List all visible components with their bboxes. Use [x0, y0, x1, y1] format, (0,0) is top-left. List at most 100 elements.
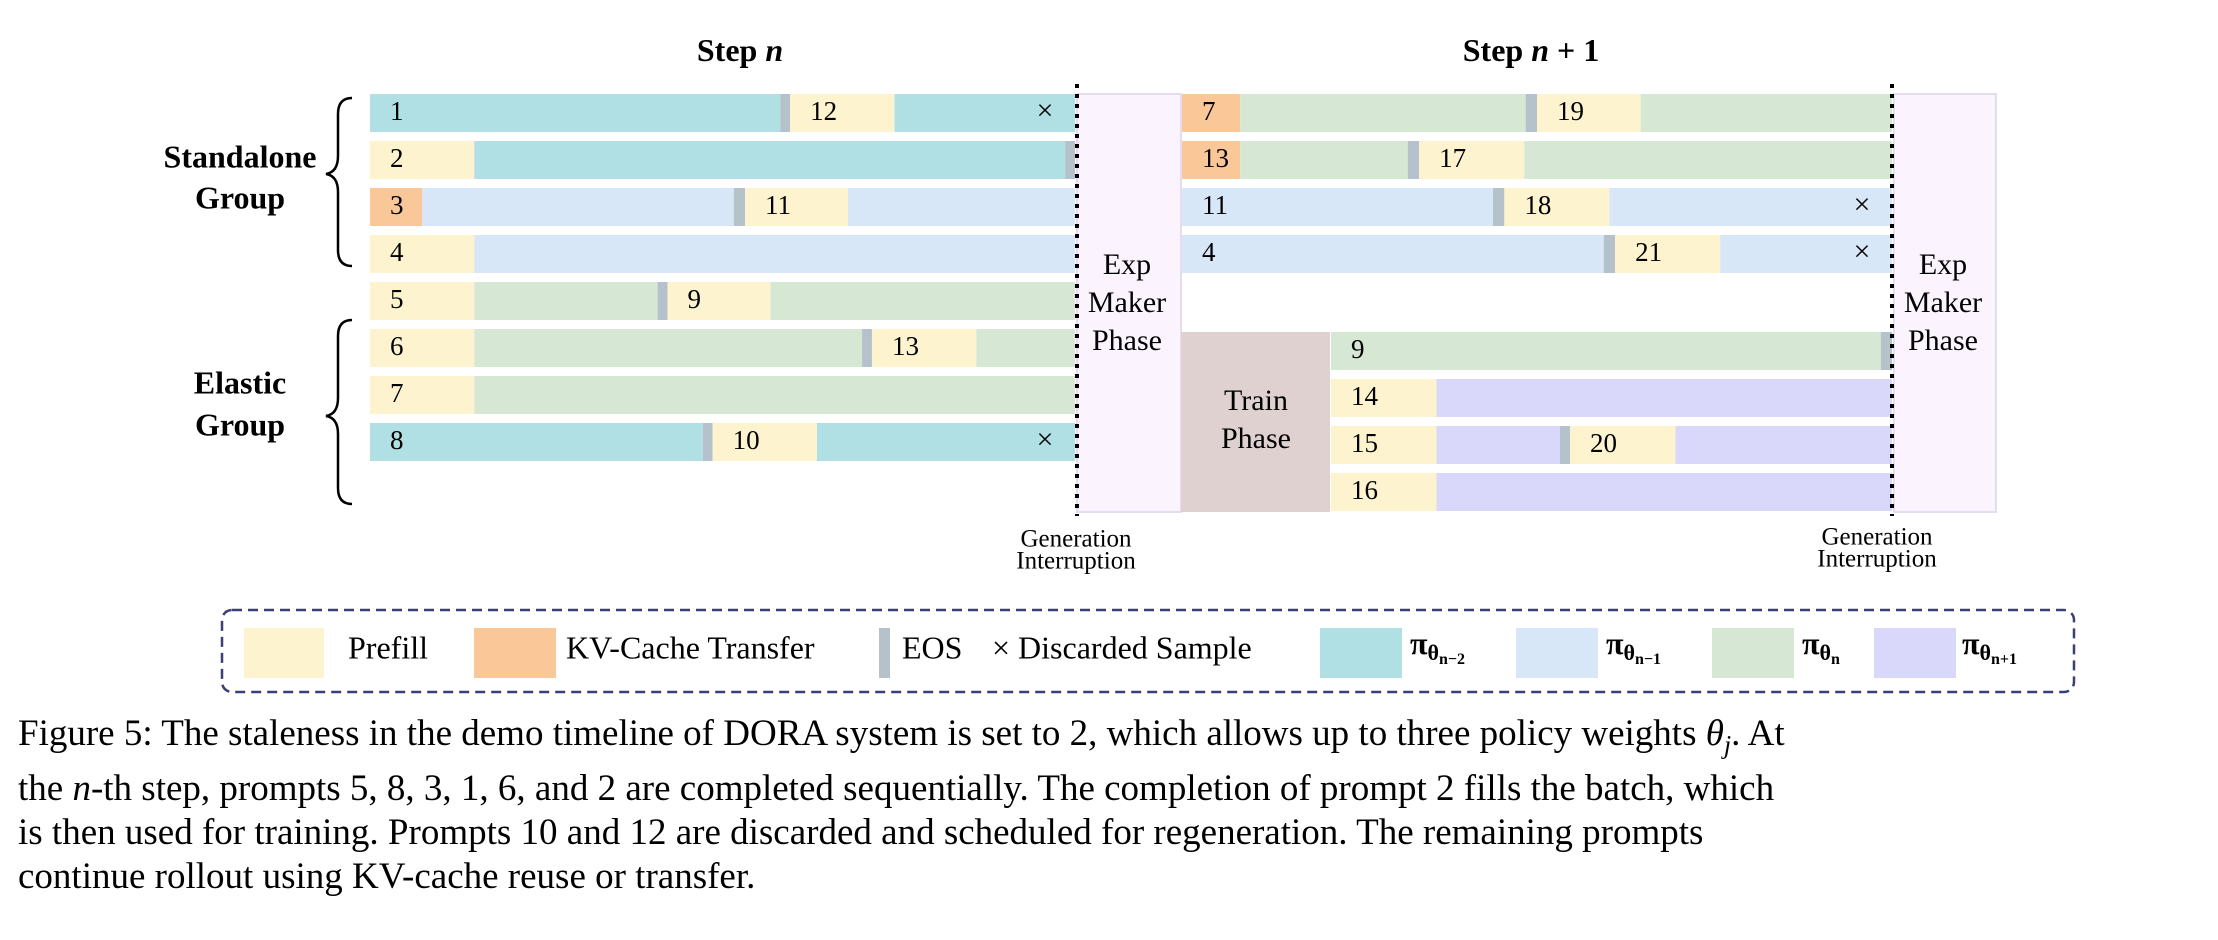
- step-n1-bottom-row-2-label-0: 15: [1351, 428, 1378, 458]
- step-n1-top-row-3-label-2: 21: [1635, 237, 1662, 267]
- elastic-group-label-line2: Group: [195, 406, 285, 442]
- step-n1-bottom-row-3-seg-0: [1331, 473, 1437, 511]
- step-n-row-0-seg-1: [780, 94, 791, 132]
- step-n1-top-row-2-discard-mark: ×: [1854, 188, 1871, 221]
- step-n1-bottom-row-1-label-0: 14: [1351, 381, 1379, 411]
- caption-line-1-part-1: n: [72, 768, 91, 810]
- step-n-row-4-label-0: 5: [390, 284, 404, 314]
- step-n-row-7-seg-0: [370, 423, 703, 461]
- step-n1-bottom-row-2-seg-3: [1569, 426, 1676, 464]
- caption-line-1: the n-th step, prompts 5, 8, 3, 1, 6, an…: [18, 767, 2200, 811]
- exp-maker-phase-2-text-2: Phase: [1908, 324, 1978, 357]
- step-n-row-6-label-0: 7: [390, 378, 404, 408]
- caption-line-0-part-2: j: [1723, 730, 1732, 760]
- step-n-row-2-seg-3: [745, 188, 848, 226]
- step-n-row-0-discard-mark: ×: [1037, 94, 1054, 127]
- step-n1-top-row-0-seg-3: [1537, 94, 1641, 132]
- step-n-row-6-seg-1: [474, 376, 1076, 414]
- step-n-row-6-seg-0: [370, 376, 475, 414]
- step-n-row-1-seg-0: [370, 141, 475, 179]
- generation-interruption-label-1-0: Generation: [1020, 526, 1132, 553]
- caption-line-2: is then used for training. Prompts 10 an…: [18, 811, 2200, 855]
- step-n-row-4-seg-3: [667, 282, 771, 320]
- step-n-row-7-label-0: 8: [390, 425, 404, 455]
- exp-maker-phase-2-text-0: Exp: [1919, 248, 1967, 281]
- caption-line-2-part-0: is then used for training. Prompts 10 an…: [18, 812, 1704, 854]
- step-n1-top-row-0-seg-2: [1525, 94, 1537, 132]
- standalone-group-label-line2: Group: [195, 179, 285, 215]
- step-n-row-4-seg-2: [657, 282, 668, 320]
- step-n-row-4-seg-0: [370, 282, 475, 320]
- step-n1-top-row-3-seg-2: [1615, 235, 1721, 273]
- standalone-group-brace: [325, 96, 353, 268]
- step-n1-top-row-0-label-3: 19: [1557, 96, 1584, 126]
- step-n1-bottom-row-1-seg-0: [1331, 379, 1437, 417]
- figure-caption: Figure 5: The staleness in the demo time…: [18, 712, 2200, 899]
- step-n1-bottom-row-1-seg-1: [1436, 379, 1892, 417]
- step-n-row-3-seg-1: [474, 235, 1076, 273]
- step-n-row-5-label-3: 13: [892, 331, 919, 361]
- step-n1-bottom-row-2-seg-0: [1331, 426, 1437, 464]
- step-n1-top-row-2-seg-3: [1609, 188, 1892, 226]
- exp-maker-phase-1-text-1: Maker: [1088, 286, 1166, 319]
- step-n1-top-row-2-seg-0: [1182, 188, 1493, 226]
- train-phase-text-0: Train: [1224, 384, 1288, 417]
- legend-pi-n-plus-1-label: πθn+1: [1962, 625, 2017, 667]
- step-n1-top-row-3-seg-3: [1720, 235, 1892, 273]
- step-n1-top-row-0-label-0: 7: [1202, 96, 1216, 126]
- step-n1-top-row-1-seg-2: [1407, 141, 1420, 179]
- step-n-row-3-seg-0: [370, 235, 475, 273]
- step-n1-bottom-row-0-seg-0: [1331, 332, 1881, 370]
- step-n-row-5-seg-2: [862, 329, 872, 367]
- caption-line-0-part-1: θ: [1705, 713, 1724, 754]
- step-n1-bottom-row-2-seg-2: [1559, 426, 1570, 464]
- legend-kv-transfer-swatch: [474, 628, 556, 678]
- step-n1-bottom-row-0-label-0: 9: [1351, 334, 1365, 364]
- step-n1-top-row-2-seg-1: [1492, 188, 1505, 226]
- train-phase-box: [1181, 332, 1330, 512]
- step-n-row-7-seg-1: [702, 423, 713, 461]
- generation-interruption-label-2-0: Generation: [1821, 524, 1933, 551]
- exp-maker-phase-1-text-0: Exp: [1103, 248, 1151, 281]
- standalone-group-label-line1: Standalone: [164, 138, 317, 174]
- step-n1-top-row-2-label-0: 11: [1202, 190, 1228, 220]
- legend-eos-swatch: [879, 628, 890, 678]
- step-n1-top-row-1-label-0: 13: [1202, 143, 1229, 173]
- elastic-group-label-line1: Elastic: [194, 364, 286, 400]
- step-n-row-2-seg-0: [370, 188, 423, 226]
- exp-maker-phase-1-text-2: Phase: [1092, 324, 1162, 357]
- step-n-title: Step n: [697, 32, 783, 68]
- step-n1-top-row-1-label-3: 17: [1439, 143, 1466, 173]
- legend-discarded-label: × Discarded Sample: [992, 629, 1252, 665]
- step-n-row-3-label-0: 4: [390, 237, 404, 267]
- step-n1-top-row-3-seg-1: [1603, 235, 1616, 273]
- step-n1-bottom-row-2-seg-4: [1675, 426, 1892, 464]
- step-n-row-5-seg-4: [976, 329, 1075, 367]
- legend-prefill-label: Prefill: [348, 629, 428, 665]
- caption-line-1-part-0: the: [18, 768, 73, 810]
- step-n-row-2-label-0: 3: [390, 190, 404, 220]
- legend-kv-transfer-label: KV-Cache Transfer: [566, 629, 815, 665]
- step-n1-bottom-row-2-seg-1: [1436, 426, 1560, 464]
- step-n-row-1-seg-2: [1065, 141, 1075, 179]
- step-n-row-7-seg-3: [816, 423, 1075, 461]
- step-n-row-5-seg-1: [474, 329, 863, 367]
- step-n-row-2-seg-1: [422, 188, 734, 226]
- legend-pi-n-minus-1-label: πθn−1: [1606, 625, 1661, 667]
- step-n1-bottom-row-3-seg-1: [1436, 473, 1892, 511]
- step-n-row-1-label-0: 2: [390, 143, 404, 173]
- step-n1-bottom-row-3-label-0: 16: [1351, 475, 1378, 505]
- exp-maker-phase-box-2: [1893, 93, 1997, 513]
- step-n1-top-row-1-seg-0: [1182, 141, 1241, 179]
- caption-line-1-part-2: -th step, prompts 5, 8, 3, 1, 6, and 2 a…: [90, 768, 1775, 810]
- step-n-row-5-seg-0: [370, 329, 475, 367]
- step-n1-top-row-3-label-0: 4: [1202, 237, 1216, 267]
- legend-pi-n-swatch: [1712, 628, 1794, 678]
- exp-maker-phase-2-text-1: Maker: [1904, 286, 1982, 319]
- step-n-row-4-label-3: 9: [688, 284, 702, 314]
- train-phase-text-1: Phase: [1221, 422, 1291, 455]
- step-n-row-5-label-0: 6: [390, 331, 404, 361]
- step-n-row-7-discard-mark: ×: [1037, 423, 1054, 456]
